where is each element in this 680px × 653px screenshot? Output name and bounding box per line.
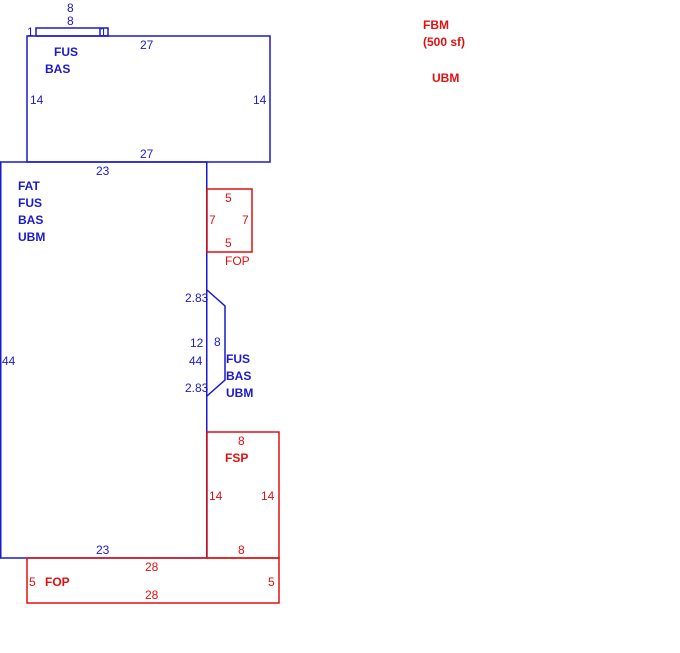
upper-dim-right: 14 — [253, 93, 267, 107]
fop-small-outline — [206, 188, 253, 253]
fsp-code: FSP — [225, 451, 248, 465]
bay-dim-diag-top: 2.83 — [185, 291, 209, 305]
bay-code-1: FUS — [226, 352, 250, 366]
fop-bottom-dim-top: 28 — [145, 560, 159, 574]
chimney-dim-top1: 8 — [67, 1, 74, 15]
main-dim-inner: 12 — [190, 336, 204, 350]
upper-dim-top: 27 — [140, 38, 154, 52]
main-dim-top: 23 — [96, 164, 110, 178]
upper-code-1: FUS — [54, 45, 78, 59]
bay-code-3: UBM — [226, 386, 253, 400]
fsp-dim-top: 8 — [238, 434, 245, 448]
chimney-dim-top2: 8 — [67, 14, 74, 28]
bay-dim-diag-bottom: 2.83 — [185, 381, 209, 395]
fop-bottom-code: FOP — [45, 575, 70, 589]
main-dim-left: 44 — [2, 354, 16, 368]
chimney-outline — [35, 27, 109, 37]
bay-outline — [206, 289, 226, 397]
main-dim-right: 44 — [189, 354, 203, 368]
chimney-dim-right: 1 — [100, 25, 107, 39]
fop-small-dim-left: 7 — [209, 213, 216, 227]
chimney-dim-left: 1 — [27, 25, 34, 39]
upper-dim-left: 14 — [30, 93, 44, 107]
fsp-dim-bottom: 8 — [238, 543, 245, 557]
main-dim-bottom: 23 — [96, 543, 110, 557]
main-code-1: FAT — [18, 179, 40, 193]
main-code-2: FUS — [18, 196, 42, 210]
legend-fbm-area: (500 sf) — [423, 35, 465, 49]
legend-ubm: UBM — [432, 71, 459, 85]
fsp-dim-right: 14 — [261, 489, 275, 503]
fop-bottom-dim-bottom: 28 — [145, 588, 159, 602]
fop-small-code: FOP — [225, 254, 250, 268]
main-code-4: UBM — [18, 230, 45, 244]
fop-bottom-dim-left: 5 — [29, 575, 36, 589]
bay-dim-side: 8 — [214, 335, 221, 349]
fop-small-dim-top: 5 — [225, 191, 232, 205]
main-code-3: BAS — [18, 213, 43, 227]
fop-small-dim-right: 7 — [242, 213, 249, 227]
fop-small-dim-bottom: 5 — [225, 236, 232, 250]
fop-bottom-dim-right: 5 — [268, 575, 275, 589]
fsp-dim-left: 14 — [209, 489, 223, 503]
upper-dim-bottom: 27 — [140, 147, 154, 161]
fop-bottom-outline — [26, 557, 280, 604]
bay-code-2: BAS — [226, 369, 251, 383]
legend-fbm: FBM — [423, 18, 449, 32]
upper-code-2: BAS — [45, 62, 70, 76]
